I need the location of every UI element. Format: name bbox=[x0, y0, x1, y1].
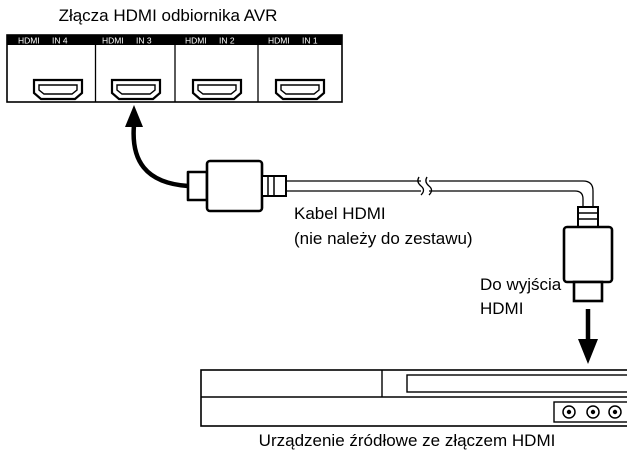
curved-up-arrow-icon bbox=[125, 105, 191, 189]
hdmi-plug-icon bbox=[562, 206, 614, 303]
hdmi-port-in3: HDMI IN 3 bbox=[102, 36, 162, 101]
rca-jack-icon bbox=[608, 405, 622, 419]
hdmi-logo: HDMI bbox=[185, 36, 207, 46]
hdmi-port-in2: HDMI IN 2 bbox=[185, 36, 243, 101]
avr-hdmi-panel: HDMI IN 4 HDMI IN 3 HDMI IN 2 HDMI IN 1 bbox=[6, 34, 343, 103]
hdmi-port-in1: HDMI IN 1 bbox=[268, 36, 326, 101]
rca-jack-icon bbox=[562, 405, 576, 419]
hdmi-socket-icon bbox=[191, 78, 243, 101]
hdmi-socket-icon bbox=[32, 78, 84, 101]
port-label-in1: IN 1 bbox=[302, 36, 318, 46]
hdmi-port-in4: HDMI IN 4 bbox=[18, 36, 84, 101]
port-label-in3: IN 3 bbox=[136, 36, 152, 46]
output-label-line2: HDMI bbox=[480, 299, 523, 318]
rca-jack-icon bbox=[586, 405, 600, 419]
hdmi-cable bbox=[286, 176, 594, 207]
hdmi-socket-icon bbox=[110, 78, 162, 101]
hdmi-logo: HDMI bbox=[18, 36, 40, 46]
hdmi-socket-icon bbox=[274, 78, 326, 101]
output-label-line1: Do wyjścia bbox=[480, 275, 562, 294]
avr-panel-title: Złącza HDMI odbiornika AVR bbox=[59, 6, 278, 25]
cable-label-line1: Kabel HDMI bbox=[294, 204, 386, 223]
port-label-in4: IN 4 bbox=[52, 36, 68, 46]
port-label-in2: IN 2 bbox=[219, 36, 235, 46]
cable-label-line2: (nie należy do zestawu) bbox=[294, 229, 473, 248]
source-device bbox=[200, 369, 627, 427]
hdmi-plug-icon bbox=[186, 159, 287, 213]
hdmi-logo: HDMI bbox=[102, 36, 124, 46]
hdmi-logo: HDMI bbox=[268, 36, 290, 46]
source-device-caption: Urządzenie źródłowe ze złączem HDMI bbox=[259, 431, 556, 450]
down-arrow-icon bbox=[578, 309, 598, 364]
